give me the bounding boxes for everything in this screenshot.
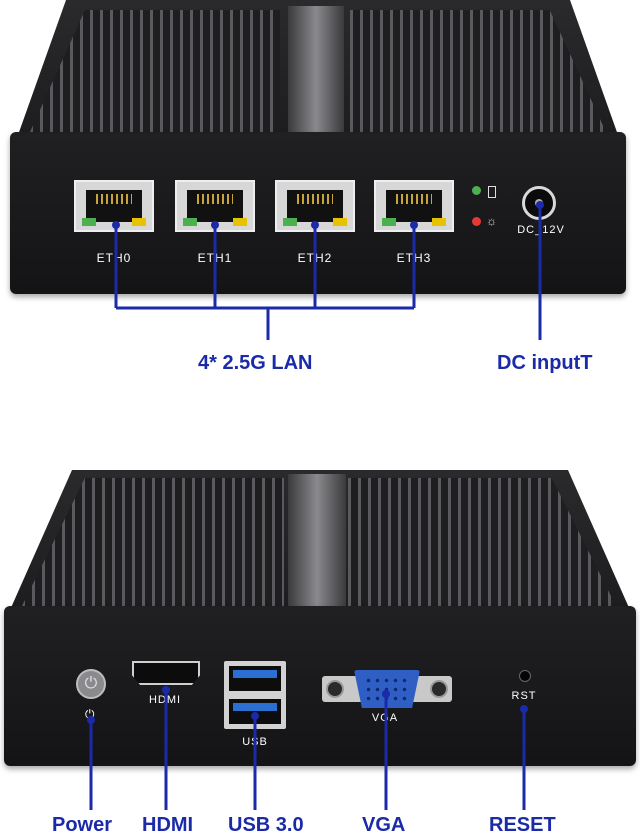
bottom-device-front-panel <box>4 606 636 766</box>
usb-port-top[interactable] <box>229 666 281 691</box>
reset-callout: RESET <box>489 814 556 836</box>
top-device-center-bar <box>288 6 344 132</box>
status-led-icon <box>472 217 481 226</box>
eth0-label: ETH0 <box>96 251 132 265</box>
vga-callout: VGA <box>362 814 406 836</box>
lan-callout: 4* 2.5G LAN <box>198 352 313 374</box>
power-button[interactable]: ⏻ <box>76 669 106 699</box>
vga-label: VGA <box>371 712 399 724</box>
usb-callout: USB 3.0 <box>228 814 304 836</box>
power-symbol-icon: ⏻ <box>85 707 95 721</box>
light-icon: ☼ <box>486 214 497 228</box>
storage-icon <box>488 186 496 198</box>
usb-port-bottom[interactable] <box>229 699 281 724</box>
hdmi-callout: HDMI <box>142 814 194 836</box>
vga-port[interactable] <box>322 670 452 710</box>
bottom-device-center-bar <box>288 474 346 606</box>
reset-pinhole[interactable] <box>519 670 531 682</box>
power-led-icon <box>472 186 481 195</box>
hdmi-port[interactable] <box>132 661 200 685</box>
hdmi-label: HDMI <box>148 694 182 706</box>
rst-label: RST <box>511 690 537 702</box>
usb-port-stack <box>224 661 286 729</box>
rj45-port-eth3[interactable] <box>374 180 454 232</box>
dc-input-callout: DC inputT <box>497 352 593 374</box>
lan-callout-lines <box>112 201 544 340</box>
power-icon: ⏻ <box>84 675 98 692</box>
power-callout: Power <box>52 814 113 836</box>
rj45-port-eth0[interactable] <box>74 180 154 232</box>
